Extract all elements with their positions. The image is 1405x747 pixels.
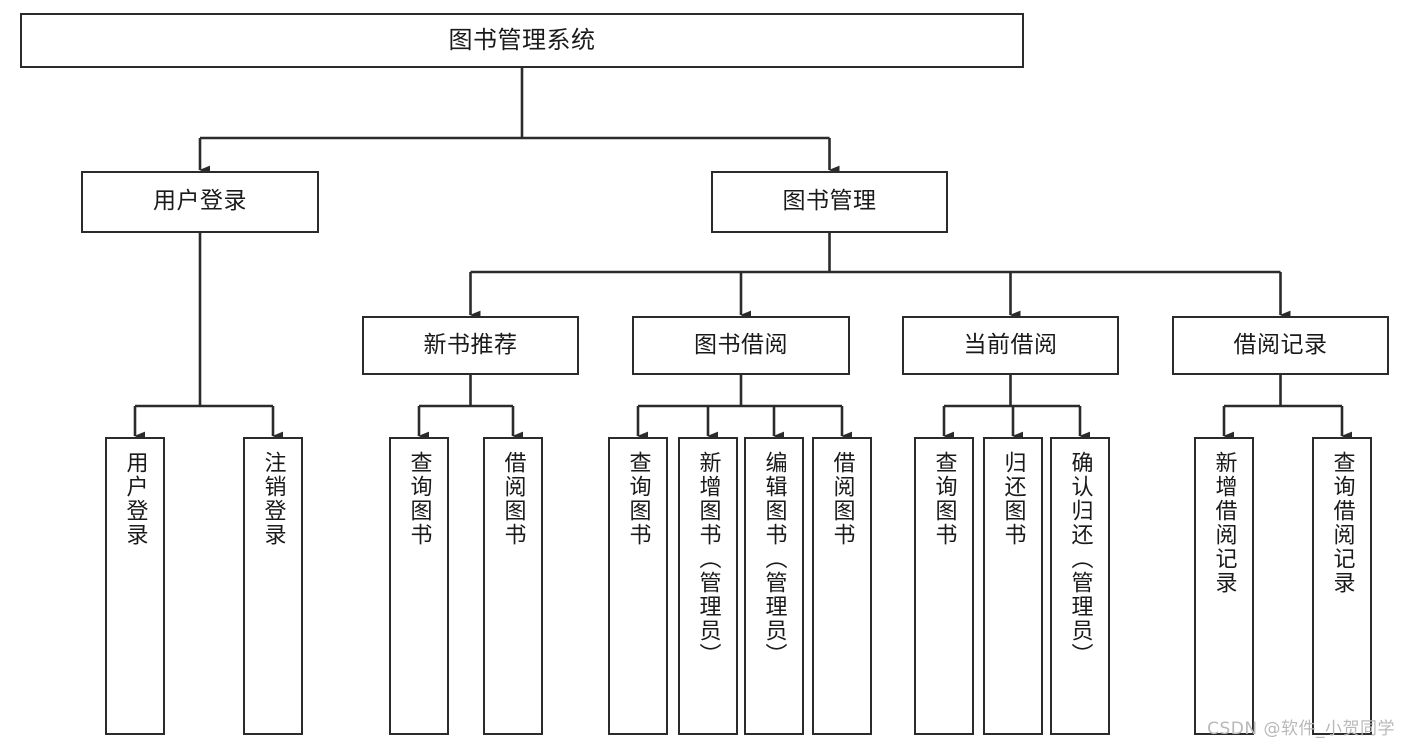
node-borrow-record[interactable]: 借阅记录 [1172,316,1389,375]
node-label: 确认归还（管理员） [1067,451,1093,667]
node-label: 借阅记录 [1233,331,1328,358]
node-label: 新书推荐 [423,331,518,358]
node-label: 查询图书 [625,451,651,547]
node-label: 图书管理系统 [448,26,596,55]
node-leaf-book-edit[interactable]: 编辑图书（管理员） [744,437,804,735]
node-root[interactable]: 图书管理系统 [20,13,1024,68]
node-new-book-rec[interactable]: 新书推荐 [362,316,579,375]
node-leaf-user-logout[interactable]: 注销登录 [243,437,303,735]
node-leaf-borrow-book[interactable]: 借阅图书 [812,437,872,735]
node-leaf-book-add[interactable]: 新增图书（管理员） [678,437,738,735]
node-label: 查询借阅记录 [1329,451,1355,595]
node-label: 编辑图书（管理员） [761,451,787,667]
csdn-watermark: CSDN @软件_小贺同学 [1207,719,1395,739]
node-leaf-rec-query[interactable]: 查询图书 [389,437,449,735]
node-leaf-borrow-query[interactable]: 查询图书 [608,437,668,735]
node-leaf-cur-return[interactable]: 归还图书 [983,437,1043,735]
node-label: 新增图书（管理员） [695,451,721,667]
node-leaf-rec-borrow[interactable]: 借阅图书 [483,437,543,735]
node-label: 图书借阅 [694,331,788,358]
node-label: 归还图书 [1000,451,1026,547]
node-leaf-rec-query2[interactable]: 查询借阅记录 [1312,437,1372,735]
node-book-borrow[interactable]: 图书借阅 [632,316,850,375]
node-leaf-rec-add[interactable]: 新增借阅记录 [1194,437,1254,735]
node-label: 借阅图书 [500,451,526,547]
node-book-manage[interactable]: 图书管理 [711,171,948,233]
node-leaf-user-login[interactable]: 用户登录 [105,437,165,735]
node-user-login[interactable]: 用户登录 [81,171,319,233]
node-label: 借阅图书 [829,451,855,547]
node-label: 当前借阅 [963,331,1058,358]
node-label: 用户登录 [122,451,148,547]
node-label: 查询图书 [931,451,957,547]
node-label: 用户登录 [153,188,247,215]
node-label: 新增借阅记录 [1211,451,1237,595]
node-leaf-cur-confirm[interactable]: 确认归还（管理员） [1050,437,1110,735]
node-label: 图书管理 [782,188,877,215]
node-leaf-cur-query[interactable]: 查询图书 [914,437,974,735]
node-label: 注销登录 [260,451,286,547]
node-label: 查询图书 [406,451,432,547]
node-current-borrow[interactable]: 当前借阅 [902,316,1119,375]
